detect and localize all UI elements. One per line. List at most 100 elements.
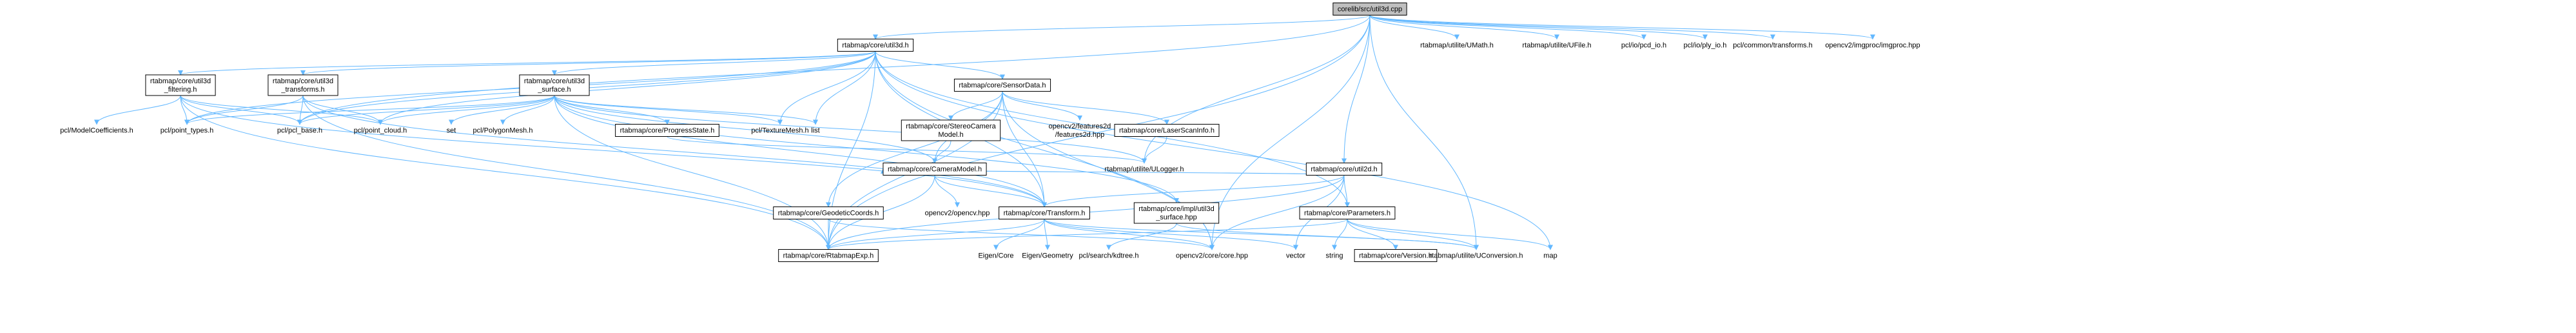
node-version[interactable]: rtabmap/core/Version.h [1354,249,1438,262]
node-util3d_h[interactable]: rtabmap/core/util3d.h [837,39,914,52]
node-label: rtabmap/core/GeodeticCoords.h [778,210,879,217]
node-box [1305,163,1383,176]
edge-surface-to-texmesh [554,95,783,125]
node-box [1114,124,1220,137]
edges-layer [94,15,1875,250]
node-exp[interactable]: rtabmap/core/RtabmapExp.h [778,249,879,262]
edge-parameters-to-version [1347,219,1398,250]
node-box [999,207,1090,219]
edge-root-to-exp [826,15,1371,250]
node-label: rtabmap/core/Transform.h [1004,210,1086,217]
node-box [778,249,879,262]
node-label: rtabmap/core/util3d [524,77,585,85]
node-label: rtabmap/core/LaserScanInfo.h [1119,127,1215,135]
node-cameramodel[interactable]: rtabmap/core/CameraModel.h [883,163,987,176]
edge-filtering-to-pointcloud [180,95,383,125]
node-label: Model.h [938,131,963,139]
node-parameters[interactable]: rtabmap/core/Parameters.h [1299,207,1396,219]
edge-util3d_h-to-list [813,51,876,125]
node-string[interactable]: string [1326,252,1343,260]
node-label: rtabmap/core/ProgressState.h [620,127,715,135]
edge-util3d_h-to-transforms3d [300,51,876,76]
node-progress[interactable]: rtabmap/core/ProgressState.h [615,124,719,137]
edge-surface-to-pclbase [297,95,555,125]
node-vector[interactable]: vector [1286,252,1305,260]
node-imgproc[interactable]: opencv2/imgproc/imgproc.hpp [1825,42,1920,50]
node-label: Eigen/Core [978,252,1013,260]
edge-surface-to-progress [554,95,670,125]
node-pclbase[interactable]: pcl/pcl_base.h [277,127,322,135]
node-corehpp[interactable]: opencv2/core/core.hpp [1176,252,1248,260]
node-geodetic[interactable]: rtabmap/core/GeodeticCoords.h [773,207,884,219]
edge-sensordata-to-transform [1002,91,1047,208]
node-label: corelib/src/util3d.cpp [1338,6,1402,14]
edge-surface-to-exp [554,95,831,250]
edge-transforms3d-to-pointcloud [302,95,383,125]
node-label: rtabmap/utilite/UMath.h [1420,42,1494,50]
node-sensordata[interactable]: rtabmap/core/SensorData.h [953,79,1051,92]
edge-sensordata-to-features2d [1002,91,1082,121]
node-box [883,163,987,176]
node-label: _transforms.h [280,86,324,94]
node-root[interactable]: corelib/src/util3d.cpp [1332,3,1407,15]
node-eigengeom[interactable]: Eigen/Geometry [1022,252,1073,260]
edge-root-to-imgproc [1369,15,1875,40]
node-map[interactable]: map [1543,252,1557,260]
node-label: rtabmap/core/SensorData.h [959,82,1046,90]
node-ufile[interactable]: rtabmap/utilite/UFile.h [1523,42,1592,50]
node-label: _surface.h [537,86,571,94]
node-eigencore[interactable]: Eigen/Core [978,252,1013,260]
node-transforms[interactable]: pcl/common/transforms.h [1733,42,1812,50]
node-ply_io[interactable]: pcl/io/ply_io.h [1684,42,1727,50]
node-modelcoef[interactable]: pcl/ModelCoefficients.h [60,127,133,135]
node-pointtypes[interactable]: pcl/point_types.h [161,127,214,135]
edge-filtering-to-modelcoef [94,95,181,125]
node-label: pcl/pcl_base.h [277,127,322,135]
node-features2d[interactable]: opencv2/features2d/features2d.hpp [1049,123,1111,139]
node-pcd_io[interactable]: pcl/io/pcd_io.h [1621,42,1666,50]
node-filtering[interactable]: rtabmap/core/util3d_filtering.h [145,74,216,96]
node-label: Eigen/Geometry [1022,252,1073,260]
node-polymesh[interactable]: pcl/PolygonMesh.h [473,127,533,135]
node-transform[interactable]: rtabmap/core/Transform.h [999,207,1090,219]
edge-util3d_h-to-exp [826,51,876,250]
node-box [837,39,914,52]
edge-util3d_h-to-parameters [875,51,1350,208]
edge-root-to-ulogger [1142,15,1371,164]
edge-root-to-pclbase [297,15,1371,125]
node-implsurface[interactable]: rtabmap/core/impl/util3d_surface.hpp [1133,202,1220,224]
edge-root-to-ply_io [1369,15,1708,40]
edge-surface-to-list [554,95,818,125]
node-texmesh[interactable]: pcl/TextureMesh.h [751,127,808,135]
edge-surface-to-transform [554,95,1047,208]
node-box [519,74,590,96]
edge-progress-to-ulogger [667,136,1147,164]
node-ulmath[interactable]: rtabmap/utilite/UMath.h [1420,42,1494,50]
node-set[interactable]: set [447,127,456,135]
edge-root-to-util3d_h [873,15,1371,40]
node-label: pcl/TextureMesh.h [751,127,808,135]
node-box [1354,249,1438,262]
edge-transforms3d-to-pointtypes [184,95,304,125]
node-opencv[interactable]: opencv2/opencv.hpp [925,210,990,217]
node-label: pcl/common/transforms.h [1733,42,1812,50]
node-label: pcl/io/pcd_io.h [1621,42,1666,50]
node-util2d[interactable]: rtabmap/core/util2d.h [1305,163,1383,176]
node-laserscan[interactable]: rtabmap/core/LaserScanInfo.h [1114,124,1220,137]
node-label: _filtering.h [164,86,197,94]
node-transforms3d[interactable]: rtabmap/core/util3d_transforms.h [268,74,338,96]
node-label: rtabmap/utilite/ULogger.h [1105,166,1184,174]
node-pointcloud[interactable]: pcl/point_cloud.h [354,127,407,135]
node-kdtree[interactable]: pcl/search/kdtree.h [1079,252,1139,260]
node-label: opencv2/opencv.hpp [925,210,990,217]
node-uconversion[interactable]: rtabmap/utilite/UConversion.h [1430,252,1523,260]
edge-util3d_h-to-filtering [178,51,876,76]
node-surface[interactable]: rtabmap/core/util3d_surface.h [519,74,590,96]
edge-util3d_h-to-sensordata [875,51,1005,80]
node-label: rtabmap/utilite/UFile.h [1523,42,1592,50]
node-list[interactable]: list [811,127,819,135]
node-ulogger[interactable]: rtabmap/utilite/ULogger.h [1105,166,1184,174]
node-label: opencv2/imgproc/imgproc.hpp [1825,42,1920,50]
